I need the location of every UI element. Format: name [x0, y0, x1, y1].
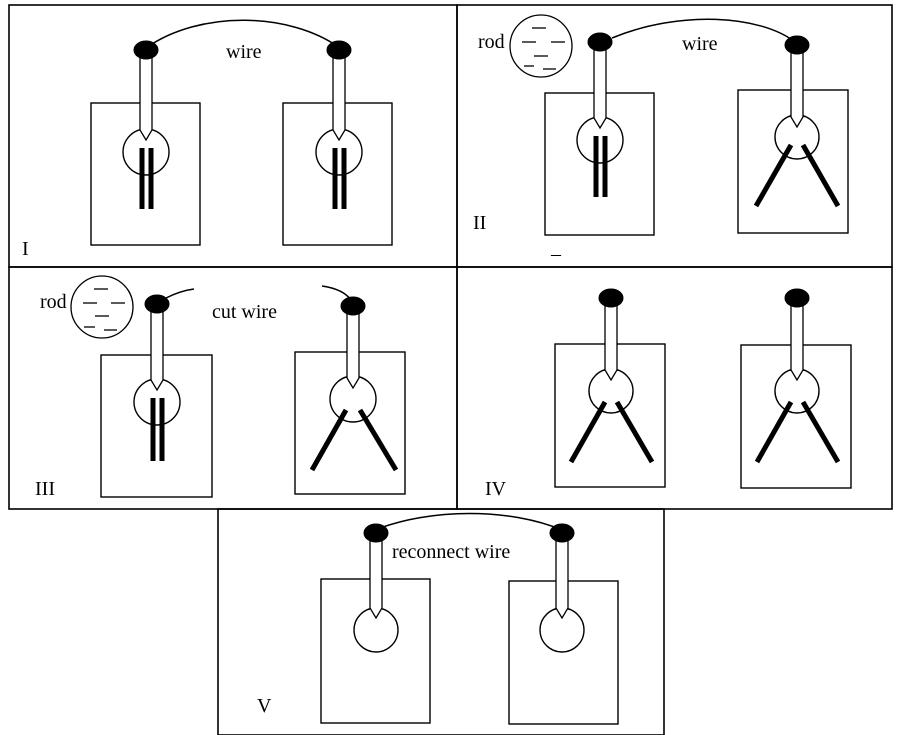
rod-circle: [509, 14, 573, 78]
stem: [593, 44, 607, 130]
electroscope-right: [508, 523, 619, 725]
charged-rod: [509, 14, 573, 78]
panel-label: IV: [485, 478, 507, 500]
electroscope-right: [282, 40, 393, 246]
stem: [790, 48, 804, 129]
stem: [790, 302, 804, 382]
wire: [374, 512, 563, 531]
panel-label: I: [22, 238, 29, 260]
knob: [144, 294, 170, 314]
leaf-right: [800, 143, 841, 208]
knob: [326, 40, 352, 60]
stem: [346, 310, 360, 390]
stem: [555, 538, 569, 620]
knob: [784, 35, 810, 55]
electroscope-right: [740, 288, 852, 489]
knob: [587, 32, 613, 52]
panel-label: V: [257, 695, 272, 717]
wire: [611, 18, 796, 43]
leaf-left: [753, 143, 794, 208]
knob: [363, 523, 389, 543]
knob: [598, 288, 624, 308]
electroscope-left: [544, 32, 655, 236]
rod-circle: [70, 275, 134, 339]
rod-label: rod: [40, 291, 67, 313]
panel-caption: wire: [226, 41, 262, 63]
stem: [139, 52, 153, 142]
panel-caption: reconnect wire: [392, 541, 510, 563]
leaf-left: [309, 408, 349, 472]
panel-iii: rod cut wire III: [35, 275, 406, 500]
knob: [549, 523, 575, 543]
stem: [332, 52, 346, 142]
rod-label: rod: [478, 31, 505, 53]
leaf-left: [754, 400, 794, 464]
cut-wire-left: [165, 288, 195, 299]
wire: [145, 19, 341, 49]
panel-iv-frame: [456, 266, 893, 510]
electroscope-left: [90, 40, 201, 246]
minus-mark: –: [550, 243, 562, 265]
knob: [784, 288, 810, 308]
electroscope-left: [100, 294, 213, 498]
panel-label: III: [35, 478, 55, 500]
leaf-right: [614, 400, 655, 464]
panel-iv: IV: [485, 288, 852, 500]
charged-rod: [70, 275, 134, 339]
electroscope-left: [554, 288, 666, 488]
stem: [150, 308, 164, 392]
knob: [133, 40, 159, 60]
leaf-left: [568, 400, 608, 464]
stem: [369, 538, 383, 620]
panel-i: wire I: [22, 19, 393, 260]
panel-caption: cut wire: [212, 301, 277, 323]
leaf-right: [357, 408, 399, 472]
stem: [604, 302, 618, 382]
panel-v: reconnect wire V: [257, 512, 619, 725]
panel-v-frame: [217, 508, 665, 735]
leaf-right: [800, 400, 841, 464]
electroscope-left: [320, 523, 431, 724]
panel-caption: wire: [682, 33, 718, 55]
electroscope-right: [737, 35, 849, 234]
electroscope-right: [294, 296, 406, 495]
knob: [340, 296, 366, 316]
panel-label: II: [473, 212, 486, 234]
panel-ii: rod wire II –: [473, 14, 849, 265]
